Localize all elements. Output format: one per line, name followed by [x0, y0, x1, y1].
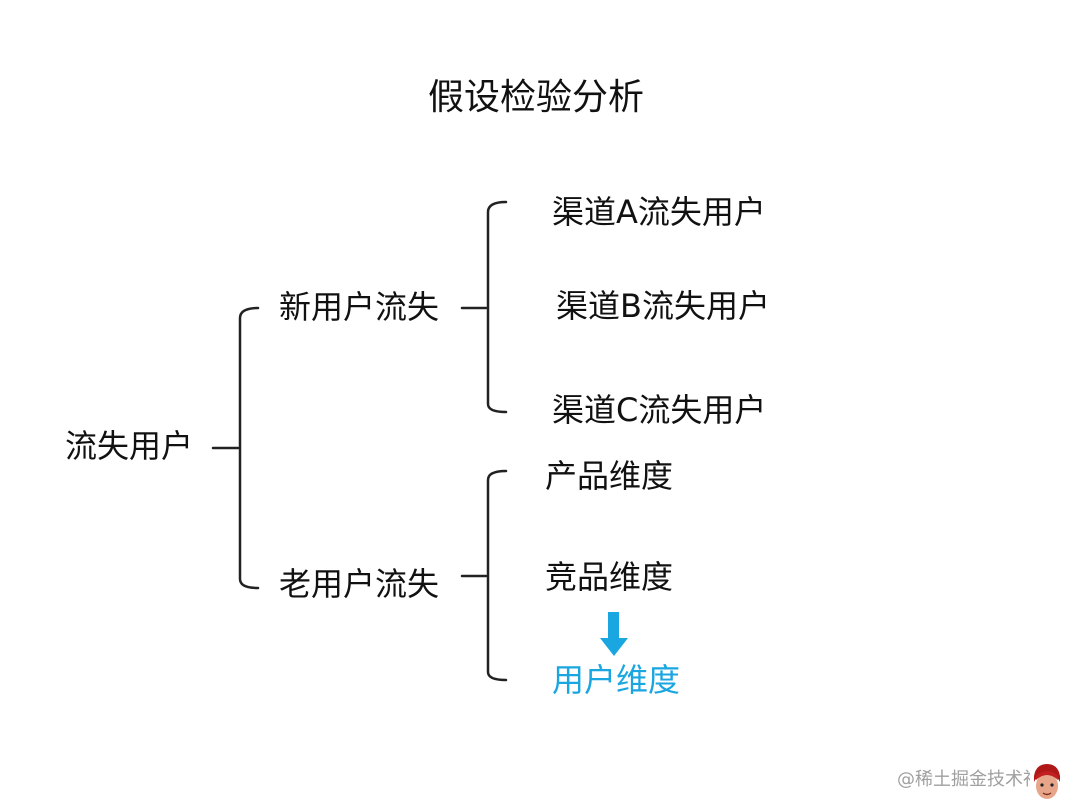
new-user-bracket	[460, 200, 508, 414]
leaf-channel-a: 渠道A流失用户	[552, 193, 766, 231]
avatar-icon	[1030, 762, 1064, 802]
branch-old-user-loss: 老用户流失	[279, 565, 440, 603]
root-node: 流失用户	[65, 427, 194, 465]
down-arrow-icon	[600, 612, 628, 656]
watermark-text: @稀土掘金技术社区	[897, 769, 1059, 790]
leaf-channel-b: 渠道B流失用户	[556, 287, 770, 325]
leaf-user-dimension: 用户维度	[552, 661, 681, 699]
leaf-channel-c: 渠道C流失用户	[552, 391, 767, 429]
root-bracket	[211, 306, 260, 590]
page-title: 假设检验分析	[428, 77, 645, 118]
leaf-product-dimension: 产品维度	[545, 457, 674, 495]
leaf-competitor-dimension: 竞品维度	[545, 558, 674, 596]
branch-new-user-loss: 新用户流失	[279, 288, 440, 326]
old-user-bracket	[460, 469, 508, 682]
